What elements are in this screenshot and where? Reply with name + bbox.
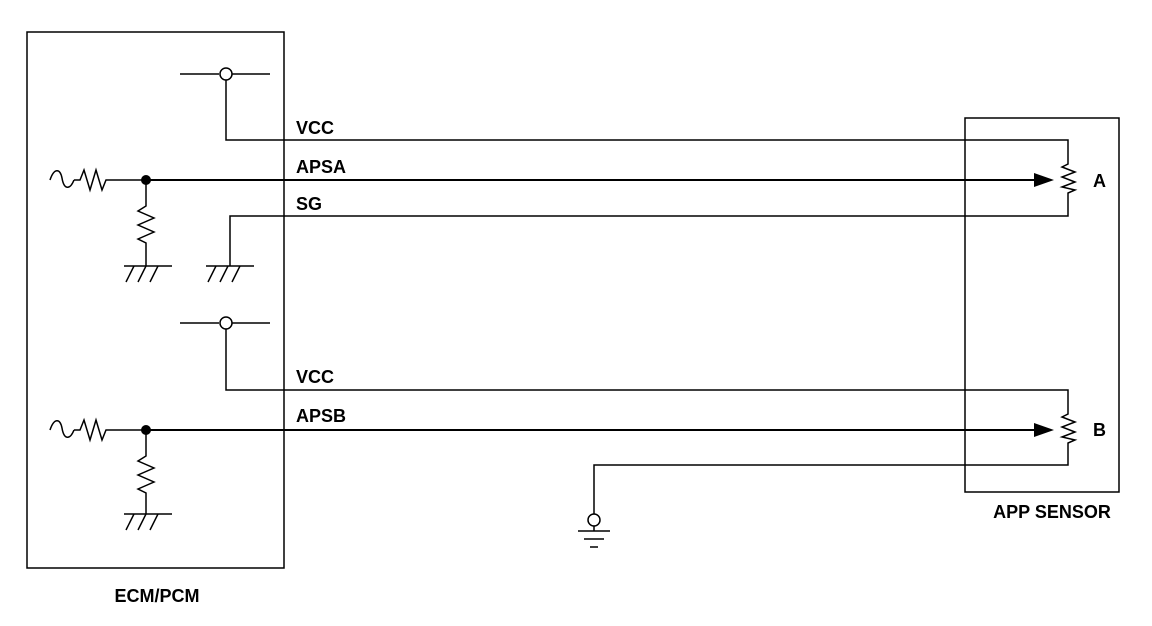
apsa-input-resistor [49, 167, 146, 193]
apsa-pulldown-resistor [136, 180, 156, 266]
wire-label-vcc-upper: VCC [296, 118, 334, 138]
wire-label-sg: SG [296, 194, 322, 214]
vcc-wire-lower [225, 329, 1069, 410]
app-sensor-label: APP SENSOR [993, 502, 1111, 522]
potentiometer-b [1059, 410, 1078, 446]
sensor-label-b: B [1093, 420, 1106, 440]
ecm-pcm-label: ECM/PCM [115, 586, 200, 606]
wire-label-apsb: APSB [296, 406, 346, 426]
ground-symbol [206, 265, 254, 283]
apsa-wiper-arrow [1034, 173, 1054, 187]
wire-label-apsa: APSA [296, 157, 346, 177]
apsb-input-resistor [49, 417, 146, 443]
ecm-pcm-box [26, 31, 285, 569]
apsb-wiper-arrow [1034, 423, 1054, 437]
apsb-ground-wire [593, 446, 1069, 514]
potentiometer-a [1059, 160, 1078, 196]
apsb-pulldown-resistor [136, 430, 156, 514]
vcc-terminal-lower [180, 316, 270, 330]
app-sensor-box [964, 117, 1120, 493]
vcc-terminal-upper [180, 67, 270, 81]
ground-symbol [124, 513, 172, 531]
sensor-label-a: A [1093, 171, 1106, 191]
chassis-ground-symbol [578, 513, 610, 548]
ground-symbol [124, 265, 172, 283]
sg-wire [229, 196, 1069, 266]
wire-label-vcc-lower: VCC [296, 367, 334, 387]
vcc-wire-upper [225, 80, 1069, 160]
